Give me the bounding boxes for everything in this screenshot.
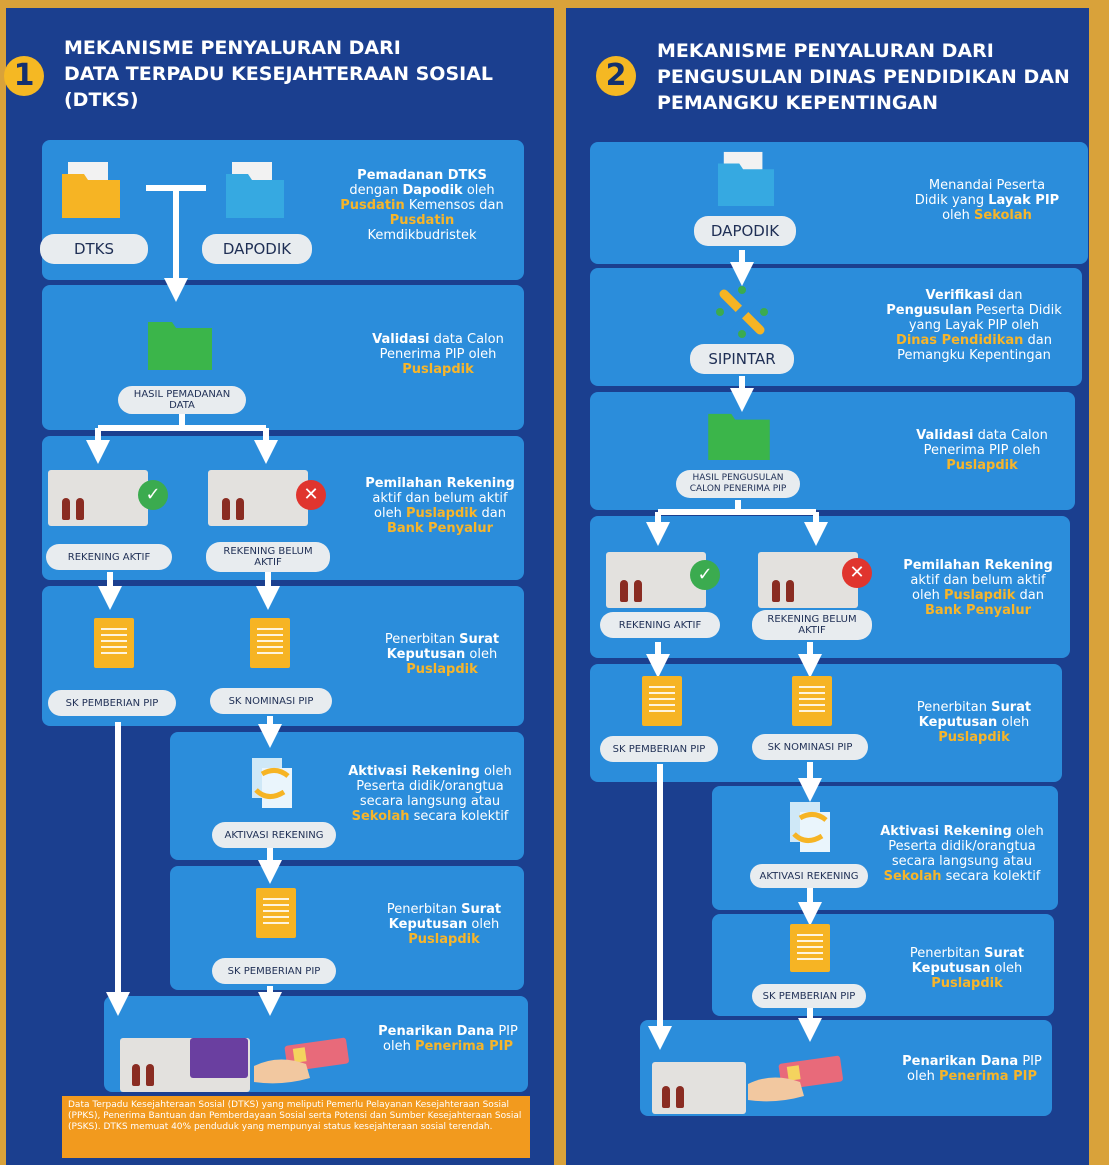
cash-hand-icon	[254, 1037, 349, 1084]
step-number-1: 1	[4, 56, 44, 96]
card-belum-aktif	[208, 470, 308, 526]
desc-pemadanan: Pemadanan DTKS dengan Dapodik oleh Pusda…	[340, 168, 504, 243]
card-belum-aktif-2	[758, 552, 858, 608]
desc-penerbitan-2: Penerbitan Surat Keputusan oleh Puslapdi…	[386, 902, 502, 947]
document-icon	[94, 618, 134, 668]
desc-aktivasi: Aktivasi Rekening oleh Peserta didik/ora…	[348, 764, 512, 824]
document-icon	[250, 618, 290, 668]
desc-menandai: Menandai Peserta Didik yang Layak PIP ol…	[914, 178, 1060, 223]
label-rekening-belum-aktif-2: REKENING BELUM AKTIF	[752, 610, 872, 640]
document-exchange-icon	[790, 802, 830, 852]
desc-penerbitan-4: Penerbitan Surat Keputusan oleh Puslapdi…	[909, 946, 1025, 991]
desc-penerbitan: Penerbitan Surat Keputusan oleh Puslapdi…	[384, 632, 500, 677]
check-icon: ✓	[690, 560, 720, 590]
dtks-folder-icon	[62, 162, 120, 218]
footnote-dtks: Data Terpadu Kesejahteraan Sosial (DTKS)…	[62, 1096, 530, 1158]
hasil-folder-icon	[708, 413, 770, 460]
box-validasi-2	[590, 392, 1075, 510]
label-rekening-aktif-2: REKENING AKTIF	[600, 612, 720, 638]
cross-icon: ✕	[842, 558, 872, 588]
desc-validasi-2: Validasi data Calon Penerima PIP oleh Pu…	[916, 428, 1048, 473]
desc-pemilahan-2: Pemilahan Rekening aktif dan belum aktif…	[903, 558, 1053, 618]
label-sk-nominasi-2: SK NOMINASI PIP	[752, 734, 868, 760]
label-dtks: DTKS	[40, 234, 148, 264]
label-hasil-pengusulan: HASIL PENGUSULAN CALON PENERIMA PIP	[676, 470, 800, 498]
hasil-folder-icon	[148, 322, 212, 370]
label-sk-pemberian-4: SK PEMBERIAN PIP	[752, 984, 866, 1008]
step-number-2: 2	[596, 56, 636, 96]
cash-hand-icon	[748, 1055, 843, 1102]
cross-icon: ✕	[296, 480, 326, 510]
card-penerima-2	[652, 1062, 746, 1114]
desc-penerbitan-3: Penerbitan Surat Keputusan oleh Puslapdi…	[916, 700, 1032, 745]
label-sk-pemberian-2: SK PEMBERIAN PIP	[212, 958, 336, 984]
label-dapodik-2: DAPODIK	[694, 216, 796, 246]
card-aktif	[48, 470, 148, 526]
document-icon	[790, 924, 830, 972]
label-sk-pemberian: SK PEMBERIAN PIP	[48, 690, 176, 716]
desc-verifikasi: Verifikasi dan Pengusulan Peserta Didik …	[886, 288, 1062, 363]
desc-penarikan: Penarikan Dana PIP oleh Penerima PIP	[378, 1024, 518, 1054]
document-exchange-icon	[252, 758, 292, 808]
dapodik-folder-icon	[718, 151, 774, 206]
label-rekening-aktif: REKENING AKTIF	[46, 544, 172, 570]
label-dapodik: DAPODIK	[202, 234, 312, 264]
box-verifikasi	[590, 268, 1082, 386]
document-icon	[642, 676, 682, 726]
card-aktif-2	[606, 552, 706, 608]
label-hasil-pemadanan: HASIL PEMADANAN DATA	[118, 386, 246, 414]
document-icon	[256, 888, 296, 938]
desc-aktivasi-2: Aktivasi Rekening oleh Peserta didik/ora…	[880, 824, 1044, 884]
label-rekening-belum-aktif: REKENING BELUM AKTIF	[206, 542, 330, 572]
check-icon: ✓	[138, 480, 168, 510]
label-aktivasi-rekening-2: AKTIVASI REKENING	[750, 864, 868, 888]
label-sk-pemberian-3: SK PEMBERIAN PIP	[600, 736, 718, 762]
desc-pemilahan: Pemilahan Rekening aktif dan belum aktif…	[365, 476, 515, 536]
label-sk-nominasi: SK NOMINASI PIP	[210, 688, 332, 714]
desc-penarikan-2: Penarikan Dana PIP oleh Penerima PIP	[902, 1054, 1042, 1084]
sipintar-logo-icon	[716, 286, 768, 338]
desc-validasi: Validasi data Calon Penerima PIP oleh Pu…	[372, 332, 504, 377]
dapodik-folder-icon	[226, 162, 284, 218]
label-aktivasi-rekening: AKTIVASI REKENING	[212, 822, 336, 848]
document-icon	[792, 676, 832, 726]
box-aktivasi-2	[712, 786, 1058, 910]
box-menandai	[590, 142, 1088, 264]
label-sipintar: SIPINTAR	[690, 344, 794, 374]
card-atm	[190, 1038, 248, 1078]
